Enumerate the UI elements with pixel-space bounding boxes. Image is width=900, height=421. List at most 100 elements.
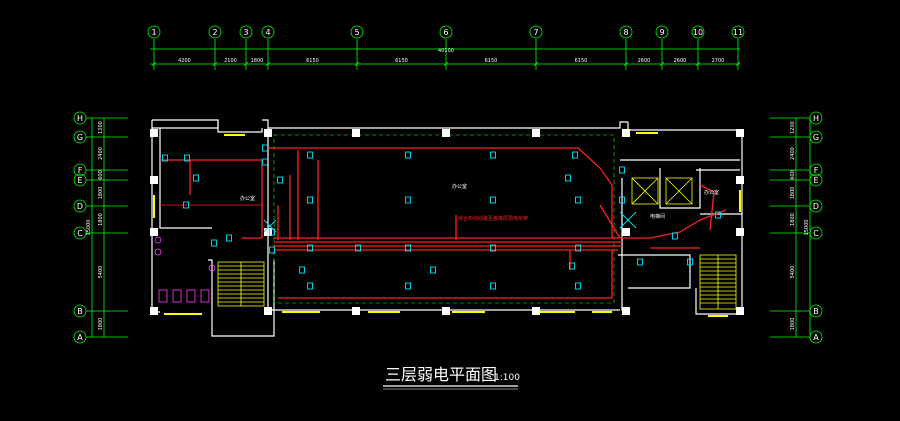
row-spacing-label: 1800	[790, 318, 796, 331]
column-axis-label: 10	[693, 28, 703, 37]
axis-bubble	[147, 25, 161, 39]
row-axis-label: D	[813, 202, 819, 211]
row-axis-label: F	[78, 166, 83, 175]
room-label-equipment: 电梯间	[650, 213, 665, 220]
structural-columns	[150, 129, 744, 315]
stairs-left	[217, 261, 265, 307]
windows	[153, 132, 741, 317]
column	[264, 307, 272, 315]
axis-bubble	[73, 163, 87, 177]
axis-bubble	[208, 25, 222, 39]
drawing-scale: 1:100	[494, 373, 520, 383]
column-axis-label: 2	[212, 28, 217, 37]
column	[622, 307, 630, 315]
axis-bubble	[350, 25, 364, 39]
outlet-icon	[572, 151, 578, 159]
column-axis-label: 6	[443, 28, 448, 37]
row-spacing-label: 600	[98, 170, 104, 180]
axis-bubble	[809, 173, 823, 187]
outlet-icon	[307, 282, 313, 290]
column-spacing-label: 6150	[485, 58, 498, 64]
row-spacing-label: 1800	[98, 213, 104, 226]
row-spacing-label: 2400	[98, 147, 104, 160]
riser-note: 综合布线线路至各楼层弱电桥架	[458, 215, 528, 222]
column	[352, 129, 360, 137]
outlet-icon	[575, 196, 581, 204]
row-axis-label: E	[77, 176, 82, 185]
axis-bubble	[73, 111, 87, 125]
column-spacing-label: 2600	[674, 58, 687, 64]
outlet-icon	[575, 282, 581, 290]
row-axis-label: G	[77, 133, 83, 142]
stairs-right	[699, 254, 737, 310]
column	[150, 228, 158, 236]
outlet-icon	[637, 258, 643, 266]
column	[264, 129, 272, 137]
row-axis-label: E	[813, 176, 818, 185]
column-spacing-label: 4200	[178, 58, 191, 64]
toilet-fixtures	[154, 236, 216, 303]
room-label-office-main: 办公室	[452, 183, 467, 190]
outlet-icon	[269, 228, 275, 236]
row-spacing-label: 5400	[790, 266, 796, 279]
outlet-icon	[307, 151, 313, 159]
column-axis-label: 7	[533, 28, 538, 37]
outlet-icon	[405, 282, 411, 290]
column-spacing-label: 2700	[712, 58, 725, 64]
row-axis-label: H	[813, 114, 819, 123]
outlet-icon	[687, 258, 693, 266]
axis-bubble	[73, 304, 87, 318]
column-axis-label: 4	[265, 28, 270, 37]
row-spacing-label: 1200	[790, 121, 796, 134]
column	[442, 307, 450, 315]
column	[622, 228, 630, 236]
row-axis-label: B	[813, 307, 819, 316]
outlet-icon	[565, 174, 571, 182]
column	[736, 129, 744, 137]
row-axis-label: D	[77, 202, 83, 211]
column-axis-label: 8	[623, 28, 628, 37]
row-spacing-label: 1200	[98, 121, 104, 134]
column-spacing-label: 2100	[224, 58, 237, 64]
column	[150, 176, 158, 184]
axis-bubble	[809, 330, 823, 344]
column	[442, 129, 450, 137]
row-axis-label: G	[813, 133, 819, 142]
column-axis-label: 1	[151, 28, 156, 37]
row-total-label: 15000	[86, 220, 92, 236]
outlet-icon	[262, 144, 268, 152]
axis-bubble	[261, 25, 275, 39]
elevator-shafts	[631, 177, 693, 205]
column	[736, 228, 744, 236]
row-axis-label: F	[814, 166, 819, 175]
row-total-label: 15000	[804, 220, 810, 236]
row-axis-label: B	[77, 307, 83, 316]
outlet-icon	[355, 244, 361, 252]
axis-bubble	[529, 25, 543, 39]
outlet-icon	[405, 151, 411, 159]
outlet-icon	[490, 282, 496, 290]
outlet-icon	[490, 151, 496, 159]
outlet-icon	[277, 176, 283, 184]
axis-bubble	[73, 330, 87, 344]
overall-dimension: 40100	[438, 48, 454, 54]
equipment-symbols	[263, 211, 637, 233]
outlet-icon	[405, 196, 411, 204]
column-spacing-label: 6150	[306, 58, 319, 64]
axis-bubble	[655, 25, 669, 39]
row-axis-label: C	[813, 229, 819, 238]
column-spacing-label: 6150	[575, 58, 588, 64]
outlet-icon	[307, 244, 313, 252]
outlet-icon	[672, 232, 678, 240]
column-spacing-label: 1800	[251, 58, 264, 64]
row-spacing-label: 2400	[790, 147, 796, 160]
outlet-icon	[183, 201, 189, 209]
outlet-icon	[490, 244, 496, 252]
column	[352, 307, 360, 315]
drawing-title: 三层弱电平面图	[385, 365, 497, 384]
column-axis-label: 3	[243, 28, 248, 37]
row-axis-label: A	[813, 333, 819, 342]
